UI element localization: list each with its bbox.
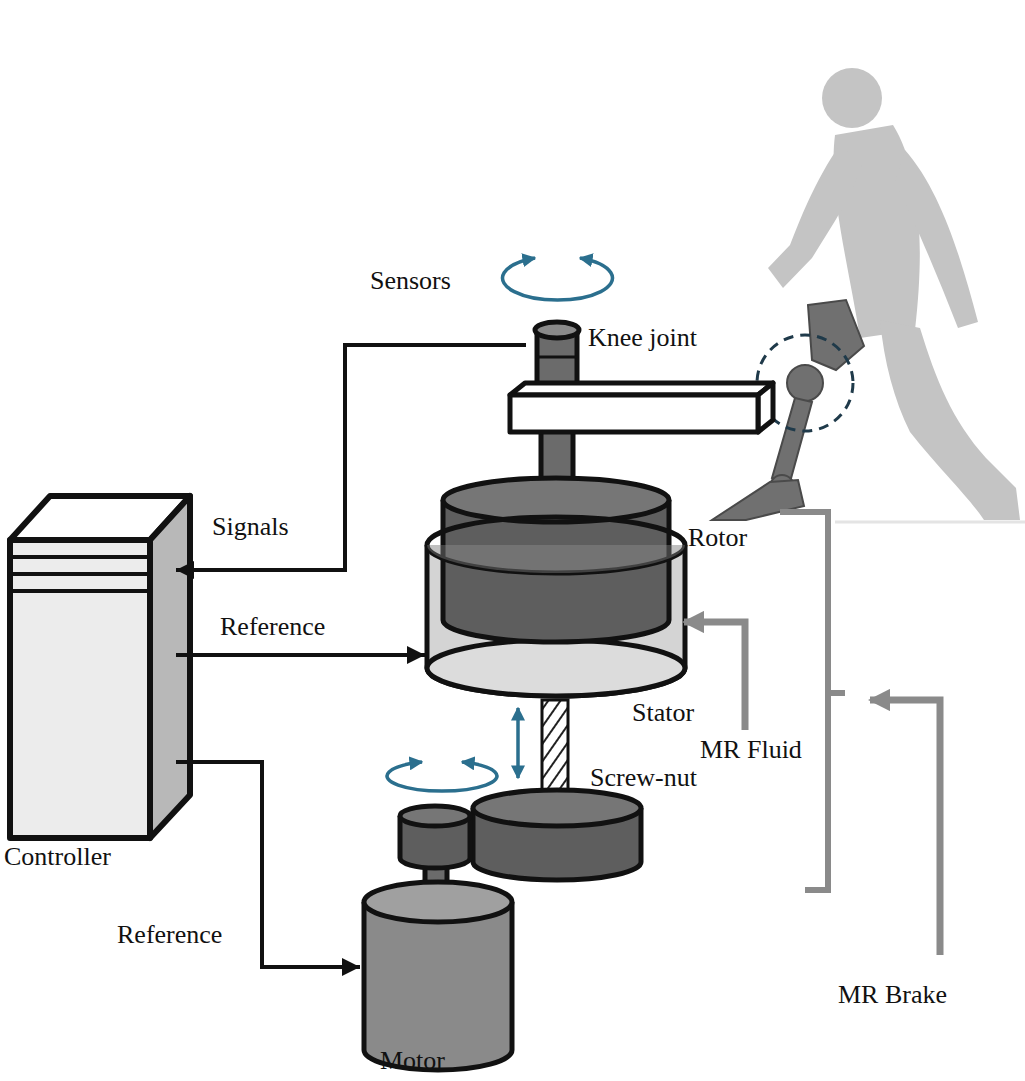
- ground-line: [835, 521, 1025, 524]
- controller-unit: Controller: [0, 490, 176, 882]
- component-label: Knee joint: [588, 323, 697, 353]
- pointer-arrow: [870, 700, 940, 955]
- part-label: Screw-nut: [590, 763, 697, 793]
- part-label: Sensors: [370, 266, 451, 296]
- signal-arrow: [176, 653, 425, 657]
- rotor-disc: Rotor: [440, 478, 765, 643]
- stator-rim: [427, 517, 685, 573]
- knee-joint: Knee joint: [526, 318, 731, 398]
- knee-highlight: [757, 335, 853, 431]
- rotation-arrow: [387, 762, 497, 791]
- signal-label: Signals: [210, 512, 291, 542]
- rotation-arrow: [502, 258, 612, 300]
- component-label: Rotor: [688, 523, 747, 553]
- signal-label: Reference: [115, 920, 224, 950]
- controller-cabinet: [10, 496, 190, 838]
- part-label: MR Fluid: [700, 735, 802, 765]
- motor-body: [364, 806, 512, 1070]
- stator-housing: Stator Rotor: [425, 478, 765, 740]
- nut-cylinder: [473, 790, 641, 880]
- walker-silhouette: [768, 68, 1020, 520]
- component-label: Stator: [632, 698, 694, 728]
- brace-bracket: [780, 512, 828, 890]
- signal-arrow: [176, 345, 526, 570]
- link-bar: [510, 383, 773, 432]
- component-label: Motor: [380, 1046, 445, 1076]
- stator-shade: [427, 545, 685, 573]
- signal-label: Reference: [218, 612, 327, 642]
- motor-unit: Motor: [360, 800, 520, 1081]
- part-label: MR Brake: [838, 980, 947, 1010]
- component-label: Controller: [4, 842, 111, 872]
- bracket-tick: [828, 690, 845, 696]
- translation-arrow: [516, 708, 520, 778]
